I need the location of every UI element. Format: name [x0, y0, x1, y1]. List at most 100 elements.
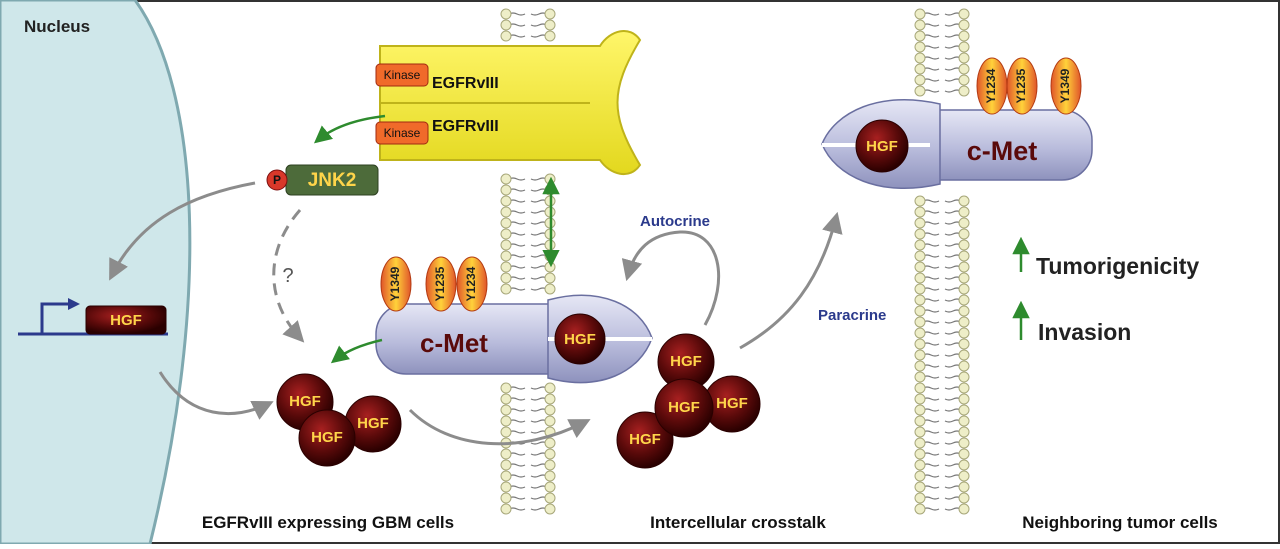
lipid-head: [914, 41, 926, 53]
arrow-egfr-to-jnk2: [313, 114, 386, 144]
lipid-tail: [508, 243, 548, 247]
lipid-tail: [922, 210, 962, 214]
lipid-head: [914, 206, 926, 218]
lipid-tail: [508, 265, 548, 269]
lipid-head: [958, 8, 970, 20]
lipid-tail: [922, 320, 962, 324]
lipid-tail: [922, 89, 962, 93]
lipid-tail: [922, 342, 962, 346]
lipid-tail: [508, 430, 548, 434]
lipid-head: [958, 437, 970, 449]
egfrviii-label-top: EGFRvIII: [432, 75, 499, 92]
lipid-head: [914, 294, 926, 306]
hgf-ball-mid-4: [654, 378, 714, 438]
lipid-tail: [508, 397, 548, 401]
lipid-tail: [922, 221, 962, 225]
y1234-right-label: Y1234: [984, 68, 998, 103]
lipid-head: [500, 492, 512, 504]
tumorigenicity-label: Tumorigenicity: [1036, 253, 1199, 279]
lipid-head: [914, 448, 926, 460]
lipid-tail: [508, 23, 548, 27]
lipid-head: [544, 448, 556, 460]
lipid-head: [958, 74, 970, 86]
lipid-head: [544, 382, 556, 394]
arrow-cluster-to-crosstalk: [408, 408, 591, 446]
lipid-tail: [508, 287, 548, 291]
jnk2-label: JNK2: [308, 170, 357, 191]
lipid-tail: [508, 496, 548, 500]
lipid-head: [544, 8, 556, 20]
lipid-tail: [508, 232, 548, 236]
dashed-arrow-jnk2-to-hgf: [272, 209, 305, 343]
lipid-head: [958, 404, 970, 416]
lipid-tail: [922, 232, 962, 236]
lipid-head: [914, 261, 926, 273]
lipid-tail: [922, 364, 962, 368]
lipid-head: [914, 283, 926, 295]
phospho-circle-icon: [266, 169, 288, 191]
lipid-tail: [922, 45, 962, 49]
lipid-head: [958, 206, 970, 218]
lipid-head: [544, 393, 556, 405]
question-mark: ?: [282, 265, 293, 287]
lipid-tail: [922, 12, 962, 16]
hgf-gene-box: [85, 305, 167, 335]
lipid-head: [500, 283, 512, 295]
paracrine-label: Paracrine: [818, 307, 886, 324]
lipid-tail: [922, 397, 962, 401]
arrow-paracrine: [739, 211, 843, 350]
lipid-head: [914, 393, 926, 405]
lipid-tail: [922, 474, 962, 478]
lipid-head: [914, 316, 926, 328]
hgf-ball-bound-right: [855, 119, 909, 173]
lipid-head: [958, 371, 970, 383]
lipid-head: [500, 470, 512, 482]
lipid-head: [958, 85, 970, 97]
lipid-head: [544, 503, 556, 515]
lipid-head: [914, 250, 926, 262]
lipid-tail: [922, 419, 962, 423]
lipid-tail: [922, 386, 962, 390]
lipid-tail: [922, 375, 962, 379]
lipid-tail: [922, 254, 962, 258]
lipid-tail: [922, 23, 962, 27]
y1235-right-label: Y1235: [1014, 68, 1028, 103]
cmet-right-label: c-Met: [967, 136, 1038, 166]
phospho-label: P: [273, 173, 281, 187]
lipid-head: [500, 382, 512, 394]
lipid-head: [914, 228, 926, 240]
lipid-head: [958, 239, 970, 251]
lipid-head: [914, 272, 926, 284]
lipid-tail: [922, 441, 962, 445]
lipid-head: [544, 437, 556, 449]
lipid-head: [500, 195, 512, 207]
lipid-head: [914, 239, 926, 251]
lipid-head: [958, 360, 970, 372]
lipid-head: [544, 481, 556, 493]
lipid-tail: [508, 34, 548, 38]
y1349-right: [1050, 57, 1082, 115]
lipid-head: [914, 415, 926, 427]
hgf-gene-label: HGF: [110, 312, 142, 329]
hgf-ball-mid-3: [616, 411, 674, 469]
hgf-bound-left-label: HGF: [564, 331, 596, 348]
lipid-tail: [922, 353, 962, 357]
y1235-left: [425, 256, 457, 312]
lipid-tail: [508, 485, 548, 489]
lipid-head: [500, 206, 512, 218]
lipid-tail: [922, 463, 962, 467]
nucleus-label: Nucleus: [24, 17, 90, 36]
lipid-head: [958, 316, 970, 328]
lipid-head: [500, 261, 512, 273]
lipid-head: [914, 63, 926, 75]
lipid-tail: [922, 243, 962, 247]
lipid-head: [958, 30, 970, 42]
lipid-tail: [922, 430, 962, 434]
lipid-head: [958, 492, 970, 504]
cmet-left: [375, 294, 653, 384]
hgf-bound-right-label: HGF: [866, 138, 898, 155]
y1234-left: [456, 256, 488, 312]
kinase-label-bottom: Kinase: [384, 126, 421, 140]
y1349-right-label: Y1349: [1058, 68, 1072, 103]
lipid-head: [958, 327, 970, 339]
